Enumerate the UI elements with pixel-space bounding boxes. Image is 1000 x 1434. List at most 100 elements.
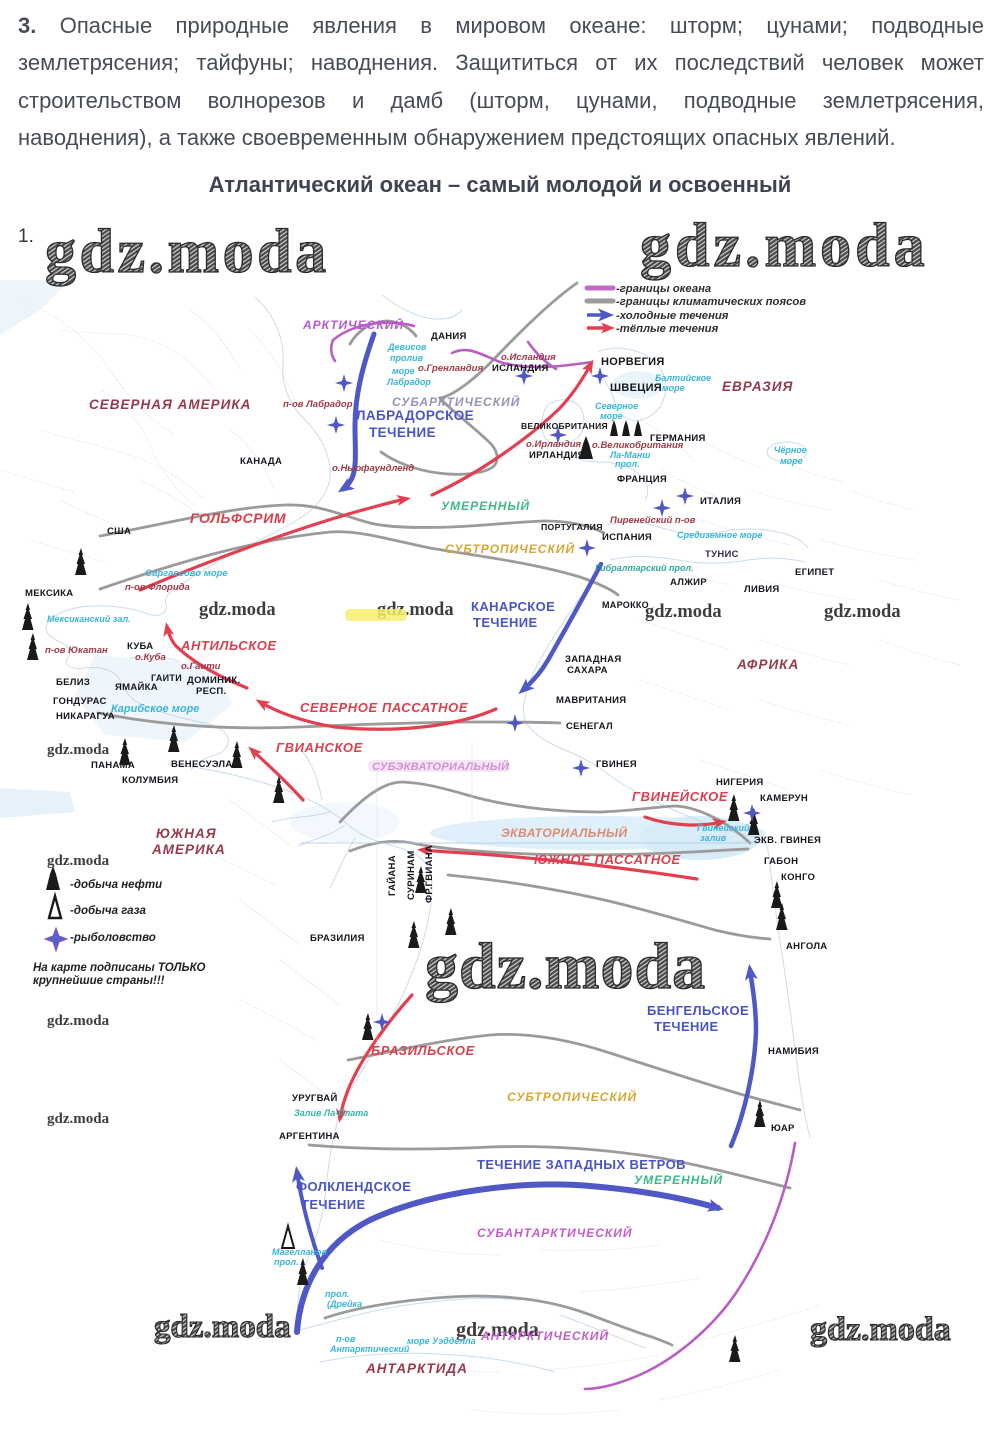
svg-text:КАМЕРУН: КАМЕРУН [760, 793, 808, 804]
svg-text:-границы климатических поясов: -границы климатических поясов [616, 296, 806, 308]
svg-text:СЕВЕРНАЯ АМЕРИКА: СЕВЕРНАЯ АМЕРИКА [89, 397, 251, 412]
svg-text:МЕКСИКА: МЕКСИКА [25, 588, 73, 599]
svg-text:gdz.moda: gdz.moda [154, 1309, 291, 1345]
svg-text:ИСЛАНДИЯ: ИСЛАНДИЯ [492, 363, 549, 374]
svg-text:КАНАРСКОЕ: КАНАРСКОЕ [471, 599, 555, 614]
svg-text:ВЕЛИКОБРИТАНИЯ: ВЕЛИКОБРИТАНИЯ [521, 421, 608, 431]
svg-text:АНТАРКТИЧЕСКИЙ: АНТАРКТИЧЕСКИЙ [480, 1327, 609, 1343]
svg-text:-добыча нефти: -добыча нефти [70, 879, 162, 891]
svg-text:Залив Ла-Плата: Залив Ла-Плата [294, 1108, 368, 1118]
svg-text:gdz.moda: gdz.moda [47, 853, 110, 869]
svg-text:ИТАЛИЯ: ИТАЛИЯ [700, 496, 741, 507]
svg-text:ЗАПАДНАЯ: ЗАПАДНАЯ [565, 654, 621, 665]
svg-text:ЮЖНОЕ ПАССАТНОЕ: ЮЖНОЕ ПАССАТНОЕ [534, 852, 681, 867]
svg-text:ТЕЧЕНИЕ: ТЕЧЕНИЕ [301, 1197, 366, 1212]
svg-text:ГАБОН: ГАБОН [764, 856, 798, 867]
svg-text:о.Великобритания: о.Великобритания [592, 440, 684, 451]
svg-text:Пиренейский п-ов: Пиренейский п-ов [610, 515, 696, 526]
svg-text:ЮАР: ЮАР [771, 1123, 795, 1134]
svg-text:п-ов Флорида: п-ов Флорида [125, 582, 190, 593]
svg-text:АМЕРИКА: АМЕРИКА [151, 842, 226, 857]
svg-text:НИГЕРИЯ: НИГЕРИЯ [716, 777, 764, 788]
svg-text:море: море [600, 411, 623, 421]
svg-text:ГЕРМАНИЯ: ГЕРМАНИЯ [650, 433, 706, 444]
svg-text:о.Куба: о.Куба [135, 652, 166, 663]
svg-text:gdz.moda: gdz.moda [425, 930, 706, 1003]
svg-text:Северное: Северное [595, 401, 638, 411]
svg-text:ТЕЧЕНИЕ: ТЕЧЕНИЕ [654, 1019, 719, 1034]
svg-text:БРАЗИЛИЯ: БРАЗИЛИЯ [310, 933, 365, 944]
svg-text:АРГЕНТИНА: АРГЕНТИНА [279, 1131, 340, 1142]
svg-text:САХАРА: САХАРА [567, 665, 608, 676]
svg-text:СУБЭКВАТОРИАЛЬНЫЙ: СУБЭКВАТОРИАЛЬНЫЙ [372, 760, 510, 773]
svg-text:БЕНГЕЛЬСКОЕ: БЕНГЕЛЬСКОЕ [647, 1003, 749, 1018]
svg-text:СЕВЕРНОЕ ПАССАТНОЕ: СЕВЕРНОЕ ПАССАТНОЕ [300, 700, 468, 715]
svg-text:прол.: прол. [325, 1289, 350, 1299]
svg-text:gdz.moda: gdz.moda [47, 1111, 110, 1127]
svg-text:Мексиканский зал.: Мексиканский зал. [47, 614, 131, 624]
svg-text:Карибское море: Карибское море [111, 703, 199, 715]
svg-text:о.Исландия: о.Исландия [501, 352, 556, 363]
svg-text:ИРЛАНДИЯ: ИРЛАНДИЯ [529, 450, 585, 461]
svg-text:ТЕЧЕНИЕ: ТЕЧЕНИЕ [473, 615, 538, 630]
svg-text:ГОЛЬФСРИМ: ГОЛЬФСРИМ [190, 510, 286, 526]
svg-text:ГАИТИ: ГАИТИ [151, 673, 182, 683]
svg-text:gdz.moda: gdz.moda [199, 600, 276, 620]
svg-text:-тёплые течения: -тёплые течения [616, 323, 719, 335]
svg-text:залив: залив [700, 833, 727, 843]
svg-text:gdz.moda: gdz.moda [640, 212, 929, 280]
svg-text:КУБА: КУБА [127, 641, 153, 652]
svg-text:-добыча газа: -добыча газа [70, 905, 146, 917]
svg-text:АНТИЛЬСКОЕ: АНТИЛЬСКОЕ [180, 638, 277, 653]
svg-text:РЕСП.: РЕСП. [196, 686, 227, 697]
svg-text:ПОРТУГАЛИЯ: ПОРТУГАЛИЯ [541, 522, 603, 532]
svg-text:ЕВРАЗИЯ: ЕВРАЗИЯ [722, 379, 794, 394]
svg-text:ЛАБРАДОРСКОЕ: ЛАБРАДОРСКОЕ [356, 408, 474, 423]
svg-text:США: США [107, 526, 131, 537]
svg-text:НИКАРАГУА: НИКАРАГУА [56, 711, 115, 722]
svg-text:УРУГВАЙ: УРУГВАЙ [292, 1092, 338, 1104]
svg-text:СУБАРКТИЧЕСКИЙ: СУБАРКТИЧЕСКИЙ [392, 393, 520, 409]
svg-text:Чёрное: Чёрное [774, 445, 807, 455]
svg-text:пролив: пролив [390, 353, 424, 363]
svg-text:СУБТРОПИЧЕСКИЙ: СУБТРОПИЧЕСКИЙ [507, 1088, 637, 1104]
svg-text:НОРВЕГИЯ: НОРВЕГИЯ [601, 356, 665, 368]
svg-text:крупнейшие страны!!!: крупнейшие страны!!! [33, 975, 165, 987]
svg-text:ГОНДУРАС: ГОНДУРАС [53, 696, 107, 707]
svg-text:ФРАНЦИЯ: ФРАНЦИЯ [617, 474, 667, 485]
svg-text:Лабрадор: Лабрадор [386, 377, 431, 387]
svg-text:КАНАДА: КАНАДА [240, 456, 282, 467]
svg-text:СУРИНАМ: СУРИНАМ [406, 850, 417, 900]
svg-text:о.Гаити: о.Гаити [181, 661, 221, 672]
svg-text:Балтийское: Балтийское [655, 373, 711, 383]
svg-text:МАРОККО: МАРОККО [602, 600, 649, 610]
svg-text:море: море [392, 366, 415, 376]
svg-text:МАВРИТАНИЯ: МАВРИТАНИЯ [556, 695, 626, 706]
svg-text:АРКТИЧЕСКИЙ: АРКТИЧЕСКИЙ [302, 316, 404, 332]
svg-text:gdz.moda: gdz.moda [45, 218, 330, 286]
svg-text:ФР.ГВИАНА: ФР.ГВИАНА [424, 845, 435, 903]
svg-text:ЛИВИЯ: ЛИВИЯ [744, 584, 780, 595]
svg-text:п-ов Лабрадор: п-ов Лабрадор [283, 399, 353, 410]
svg-text:Гибралтарский прол.: Гибралтарский прол. [595, 563, 694, 573]
svg-text:ЭКВ. ГВИНЕЯ: ЭКВ. ГВИНЕЯ [754, 835, 821, 846]
svg-text:gdz.moda: gdz.moda [645, 602, 722, 622]
svg-text:ГВИНЕЯ: ГВИНЕЯ [596, 759, 637, 770]
svg-text:прол.: прол. [615, 459, 640, 469]
svg-text:ШВЕЦИЯ: ШВЕЦИЯ [610, 382, 662, 394]
svg-text:gdz.moda: gdz.moda [47, 1013, 110, 1029]
svg-text:о.Гренландия: о.Гренландия [418, 363, 483, 374]
svg-text:БРАЗИЛЬСКОЕ: БРАЗИЛЬСКОЕ [371, 1043, 475, 1058]
svg-text:море: море [780, 456, 803, 466]
svg-text:На карте подписаны ТОЛЬКО: На карте подписаны ТОЛЬКО [33, 962, 206, 974]
svg-text:ВЕНЕСУЭЛА: ВЕНЕСУЭЛА [171, 759, 233, 770]
svg-text:ДОМИНИК.: ДОМИНИК. [187, 675, 240, 686]
svg-text:СЕНЕГАЛ: СЕНЕГАЛ [566, 721, 613, 732]
svg-text:ФОЛКЛЕНДСКОЕ: ФОЛКЛЕНДСКОЕ [296, 1179, 411, 1194]
svg-text:ЕГИПЕТ: ЕГИПЕТ [795, 567, 834, 578]
svg-text:АНТАРКТИДА: АНТАРКТИДА [365, 1361, 468, 1376]
svg-text:gdz.moda: gdz.moda [810, 1311, 951, 1348]
svg-text:прол.: прол. [274, 1257, 299, 1267]
svg-text:БЕЛИЗ: БЕЛИЗ [56, 677, 90, 688]
svg-text:ТЕЧЕНИЕ ЗАПАДНЫХ ВЕТРОВ: ТЕЧЕНИЕ ЗАПАДНЫХ ВЕТРОВ [477, 1157, 686, 1172]
